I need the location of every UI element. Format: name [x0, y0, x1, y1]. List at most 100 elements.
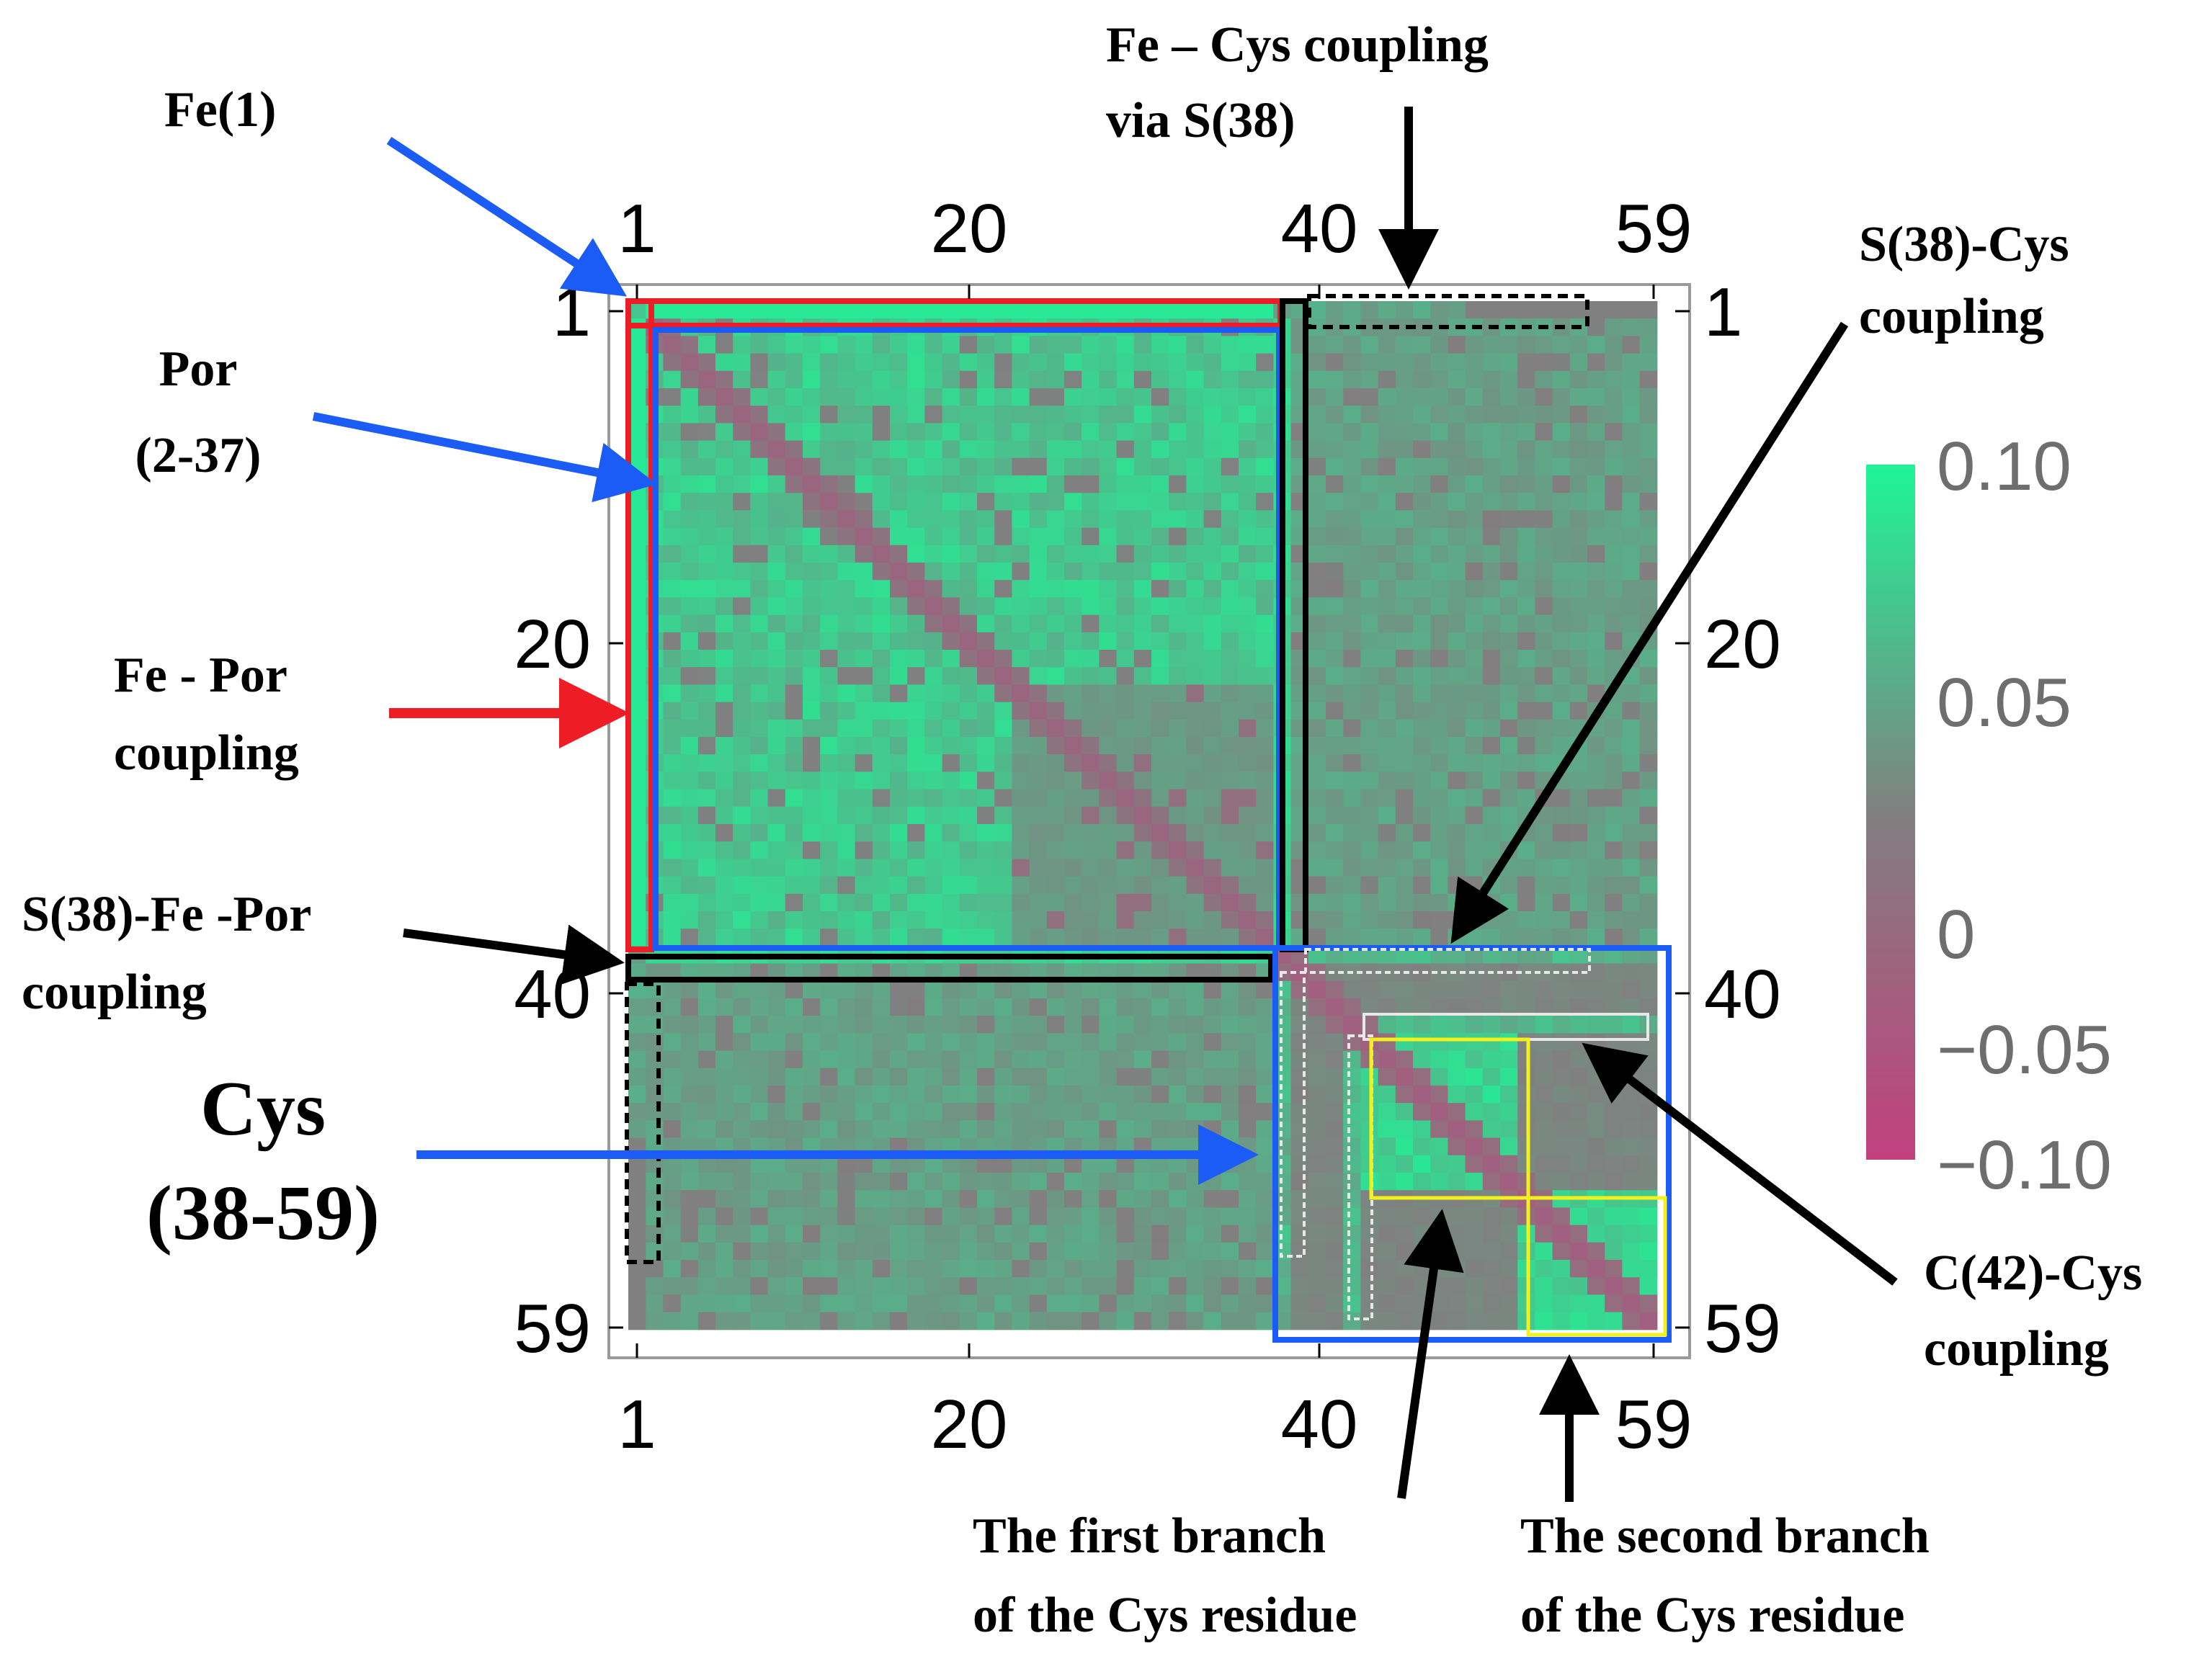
heatmap-cell — [1430, 737, 1448, 755]
heatmap-cell — [1465, 1294, 1484, 1313]
heatmap-cell — [767, 771, 786, 790]
x-tick-labels-bottom: 1 20 40 59 — [617, 1386, 1692, 1463]
heatmap-cell — [663, 1312, 682, 1330]
heatmap-cell — [1256, 336, 1274, 354]
heatmap-cell — [837, 702, 856, 720]
heatmap-cell — [1203, 841, 1222, 859]
heatmap-cell — [1378, 1103, 1396, 1121]
heatmap-cell — [1169, 702, 1187, 720]
heatmap-cell — [1064, 614, 1082, 633]
heatmap-cell — [924, 580, 943, 598]
heatmap-cell — [1186, 632, 1205, 650]
heatmap-cell — [803, 1225, 821, 1243]
heatmap-cell — [663, 406, 682, 424]
heatmap-cell — [1639, 1260, 1658, 1278]
heatmap-cell — [1046, 614, 1065, 633]
heatmap-cell — [1029, 632, 1048, 650]
heatmap-cell — [1169, 563, 1187, 581]
heatmap-cell — [646, 998, 664, 1016]
heatmap-cell — [750, 684, 769, 703]
heatmap-cell — [1099, 336, 1118, 354]
heatmap-cell — [1082, 457, 1100, 476]
heatmap-cell — [1378, 580, 1396, 598]
heatmap-cell — [1012, 527, 1030, 546]
heatmap-cell — [942, 754, 960, 772]
heatmap-cell — [733, 1103, 751, 1121]
heatmap-cell — [697, 580, 716, 598]
heatmap-cell — [1186, 353, 1205, 372]
heatmap-cell — [1622, 475, 1641, 493]
heatmap-cell — [1133, 998, 1152, 1016]
heatmap-cell — [1308, 632, 1326, 650]
heatmap-cell — [767, 353, 786, 372]
heatmap-cell — [1099, 545, 1118, 563]
heatmap-cell — [1430, 1033, 1448, 1052]
heatmap-cell — [837, 929, 856, 947]
heatmap-cell — [1203, 632, 1222, 650]
heatmap-cell — [1517, 737, 1535, 755]
heatmap-cell — [628, 1277, 646, 1295]
heatmap-cell — [1535, 1050, 1553, 1069]
heatmap-cell — [907, 1225, 925, 1243]
heatmap-cell — [697, 1312, 716, 1330]
heatmap-cell — [1221, 597, 1239, 616]
heatmap-cell — [907, 545, 925, 563]
heatmap-cell — [1116, 1173, 1135, 1191]
heatmap-cell — [1029, 388, 1048, 406]
heatmap-cell — [907, 301, 925, 319]
heatmap-cell — [820, 1016, 838, 1034]
heatmap-cell — [767, 440, 786, 459]
heatmap-cell — [924, 911, 943, 929]
heatmap-cell — [715, 493, 733, 511]
heatmap-cell — [977, 771, 995, 790]
heatmap-cell — [1221, 929, 1239, 947]
heatmap-cell — [977, 475, 995, 493]
heatmap-cell — [1482, 806, 1501, 825]
heatmap-cell — [697, 980, 716, 999]
heatmap-cell — [1256, 1294, 1274, 1313]
heatmap-cell — [1203, 388, 1222, 406]
heatmap-cell — [680, 1050, 699, 1069]
heatmap-cell — [767, 1086, 786, 1104]
heatmap-cell — [1099, 876, 1118, 895]
heatmap-cell — [837, 980, 856, 999]
heatmap-cell — [1326, 388, 1344, 406]
heatmap-cell — [1360, 1312, 1379, 1330]
heatmap-cell — [1517, 597, 1535, 616]
heatmap-cell — [803, 440, 821, 459]
heatmap-cell — [680, 1103, 699, 1121]
heatmap-cell — [1029, 754, 1048, 772]
heatmap-cell — [1221, 859, 1239, 877]
heatmap-cell — [1169, 406, 1187, 424]
heatmap-cell — [767, 1225, 786, 1243]
heatmap-cell — [820, 1120, 838, 1139]
heatmap-cell — [1256, 1173, 1274, 1191]
heatmap-cell — [942, 423, 960, 442]
heatmap-cell — [994, 457, 1012, 476]
heatmap-cell — [1064, 1190, 1082, 1208]
heatmap-cell — [1099, 1068, 1118, 1086]
heatmap-cell — [1430, 563, 1448, 581]
heatmap-cell — [1239, 824, 1257, 842]
heatmap-cell — [1482, 1225, 1501, 1243]
heatmap-cell — [855, 1120, 873, 1139]
heatmap-cell — [855, 806, 873, 825]
heatmap-cell — [1308, 440, 1326, 459]
heatmap-cell — [697, 1190, 716, 1208]
heatmap-cell — [1378, 824, 1396, 842]
heatmap-cell — [1465, 510, 1484, 529]
heatmap-cell — [1029, 980, 1048, 999]
heatmap-cell — [1448, 597, 1466, 616]
heatmap-cell — [1133, 806, 1152, 825]
heatmap-cell — [1133, 1242, 1152, 1261]
heatmap-cell — [837, 998, 856, 1016]
heatmap-cell — [628, 824, 646, 842]
heatmap-cell — [924, 754, 943, 772]
heatmap-cell — [907, 1277, 925, 1295]
heatmap-cell — [1064, 1120, 1082, 1139]
heatmap-cell — [1099, 353, 1118, 372]
heatmap-cell — [663, 806, 682, 825]
heatmap-cell — [872, 527, 891, 546]
heatmap-cell — [890, 406, 908, 424]
heatmap-cell — [1500, 527, 1518, 546]
